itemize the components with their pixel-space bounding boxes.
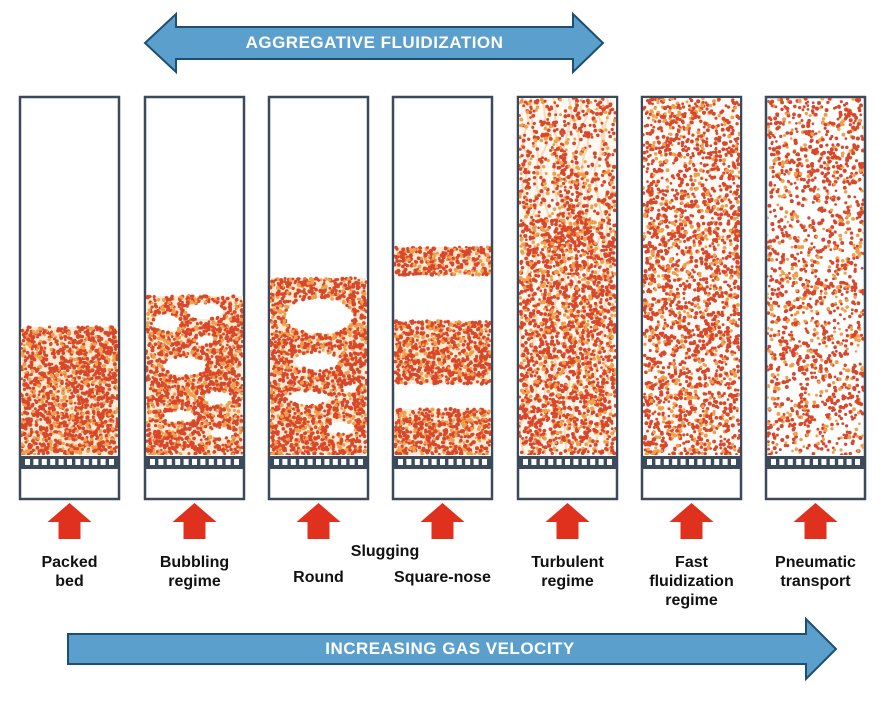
label-line: fluidization (649, 573, 734, 590)
gas-inlet-arrow-bubbling (172, 503, 217, 539)
label-line: regime (665, 592, 718, 609)
label-line: Round (293, 569, 344, 586)
column-packed-bed (18, 95, 121, 501)
label-line: regime (168, 573, 221, 590)
gas-inlet-arrow-round-slugging (296, 503, 341, 539)
label-square-nose-slugging: Square-nose (378, 568, 508, 587)
column-square-nose-slugging (391, 95, 494, 501)
column-turbulent (516, 95, 619, 501)
label-line: Packed (41, 554, 98, 571)
slugging-group-label: Slugging (350, 543, 420, 560)
label-line: transport (780, 573, 851, 590)
label-bubbling: Bubbling regime (140, 553, 250, 591)
increasing-gas-velocity-label: INCREASING GAS VELOCITY (325, 639, 575, 658)
label-pneumatic-transport: Pneumatic transport (756, 553, 876, 591)
label-line: Bubbling (159, 554, 230, 571)
column-round-slugging (267, 95, 370, 501)
label-packed-bed: Packed bed (20, 553, 120, 591)
aggregative-fluidization-label: AGGREGATIVE FLUIDIZATION (245, 33, 504, 52)
label-line: Pneumatic (775, 554, 856, 571)
label-line: Turbulent (531, 554, 604, 571)
label-line: Fast (675, 554, 708, 571)
gas-inlet-arrow-pneumatic-transport (793, 503, 838, 539)
aggregative-fluidization-arrow (143, 11, 605, 75)
increasing-gas-velocity-arrow (67, 616, 838, 682)
label-line: bed (55, 573, 84, 590)
gas-inlet-arrow-turbulent (545, 503, 590, 539)
gas-inlet-arrow-packed-bed (47, 503, 92, 539)
gas-inlet-arrow-square-nose-slugging (420, 503, 465, 539)
label-fast-fluidization: Fast fluidization regime (632, 553, 752, 610)
column-bubbling (143, 95, 246, 501)
column-pneumatic-transport (764, 95, 867, 501)
gas-inlet-arrow-fast-fluidization (669, 503, 714, 539)
column-fast-fluidization (640, 95, 743, 501)
label-turbulent: Turbulent regime (513, 553, 623, 591)
label-line: Square-nose (394, 569, 491, 586)
label-line: regime (541, 573, 594, 590)
label-round-slugging: Round (269, 568, 369, 587)
